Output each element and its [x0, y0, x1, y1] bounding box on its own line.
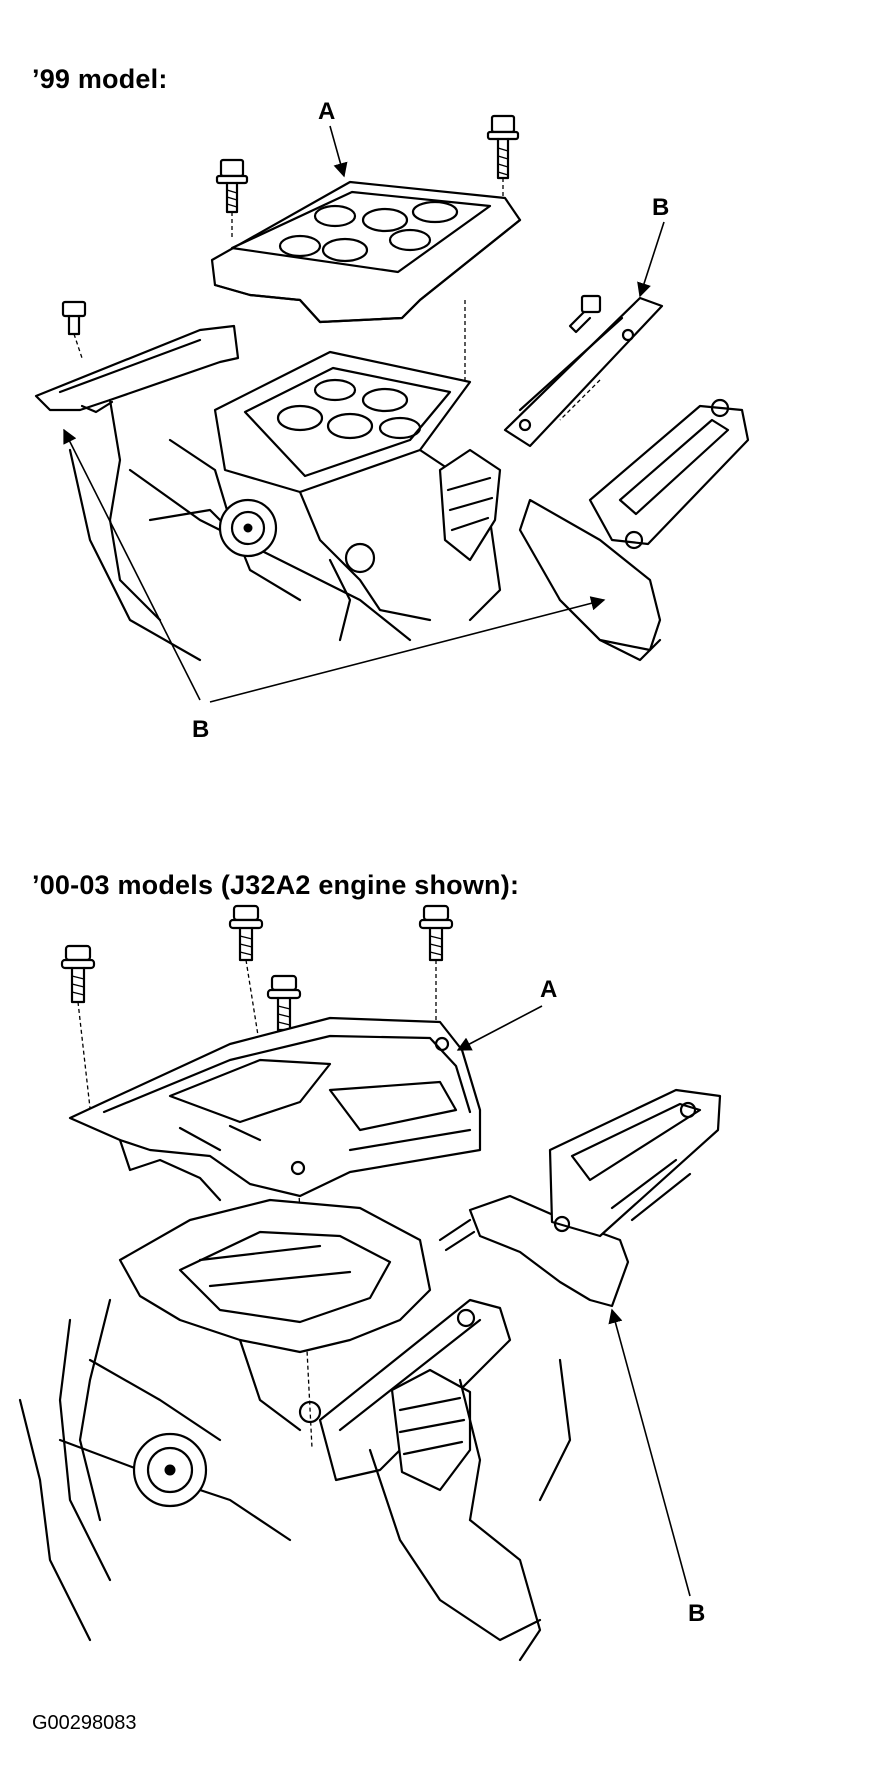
cover-a-00-03 — [68, 1016, 482, 1202]
bolt-icon — [568, 294, 602, 334]
engine-99 — [68, 300, 662, 662]
side-cover-b-00-03 — [468, 1088, 722, 1308]
bolt-icon — [228, 904, 264, 1049]
bolt-icon — [486, 114, 520, 198]
callout-b-00-03: B — [688, 1600, 706, 1627]
engine-00-03 — [18, 1198, 572, 1662]
callout-a-99: A — [318, 98, 336, 125]
callout-b-99-upper: B — [652, 194, 670, 221]
diagram-00-03 — [18, 904, 722, 1662]
bolt-icon — [215, 158, 249, 240]
figure-id: G00298083 — [32, 1712, 137, 1734]
diagram-99 — [34, 114, 750, 703]
callout-b-99-lower: B — [192, 716, 210, 743]
section-heading-99: ’99 model: — [32, 64, 168, 94]
side-cover-b-99-right — [518, 398, 750, 652]
callout-a-00-03: A — [540, 976, 558, 1003]
side-cover-b-99-thin — [503, 296, 664, 448]
side-cover-b-99-left — [34, 300, 240, 414]
upper-cover-a-99 — [210, 180, 522, 324]
bolt-icon — [60, 944, 96, 1109]
section-heading-00-03: ’00-03 models (J32A2 engine shown): — [32, 870, 520, 900]
